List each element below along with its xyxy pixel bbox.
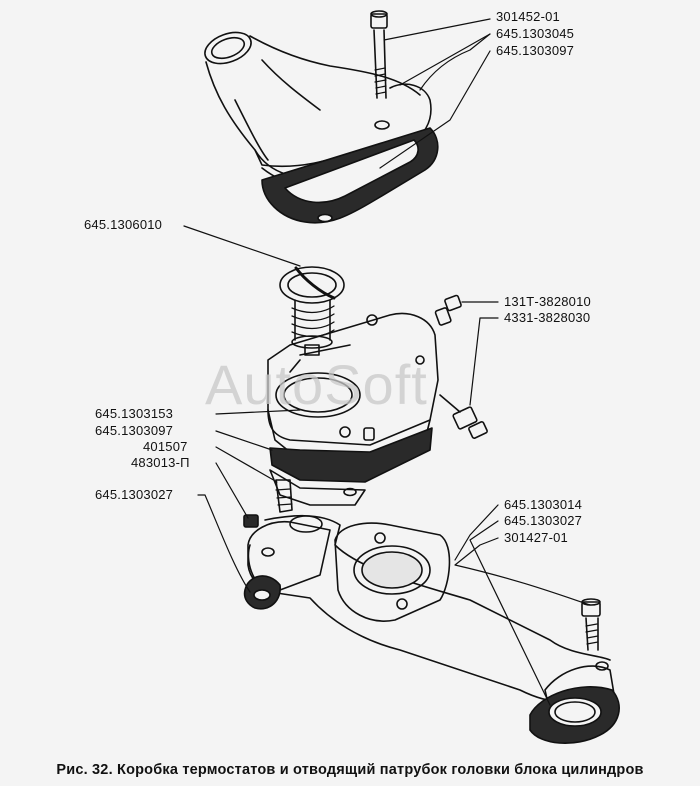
thermostat-box-part bbox=[267, 312, 439, 466]
callout-gasket-mid: 645.1303097 bbox=[95, 423, 174, 438]
callout-outlet-pipe: 645.1303014 bbox=[504, 497, 583, 512]
outlet-left-gasket-part bbox=[243, 575, 281, 610]
bolt-top-part bbox=[370, 10, 388, 99]
callout-housing-cover: 645.1303045 bbox=[496, 26, 575, 41]
middle-gasket-part bbox=[269, 427, 433, 483]
callout-bolt-bottom: 301427-01 bbox=[504, 530, 568, 545]
sensor-131t-part bbox=[434, 294, 462, 326]
top-gasket-part bbox=[261, 127, 439, 224]
plug-part bbox=[243, 514, 259, 528]
callout-bolt-top: 301452-01 bbox=[496, 9, 560, 24]
callout-thermostat: 645.1306010 bbox=[84, 217, 163, 232]
thermostat-part bbox=[279, 266, 345, 356]
callout-thermostat-box: 645.1303153 bbox=[95, 406, 174, 421]
fitting-part bbox=[275, 479, 293, 513]
bolt-bottom-part bbox=[581, 598, 601, 651]
sensor-4331-part bbox=[439, 394, 488, 439]
outlet-right-gasket-part bbox=[529, 686, 620, 744]
leader-lines bbox=[183, 18, 591, 706]
callout-outlet-left: 645.1303027 bbox=[95, 487, 174, 502]
callout-sensor-1: 131Т-3828010 bbox=[504, 294, 591, 309]
callout-plug: 483013-П bbox=[131, 455, 190, 470]
box-flange-part bbox=[269, 469, 366, 506]
callout-gasket-top: 645.1303097 bbox=[496, 43, 575, 58]
outlet-pipe-part bbox=[247, 514, 616, 720]
callout-sensor-2: 4331-3828030 bbox=[504, 310, 591, 325]
callout-fitting: 401507 bbox=[143, 439, 188, 454]
figure-caption: Рис. 32. Коробка термостатов и отводящий… bbox=[56, 762, 644, 778]
callout-outlet-gasket: 645.1303027 bbox=[504, 513, 583, 528]
watermark: AutoSoft bbox=[205, 353, 428, 416]
